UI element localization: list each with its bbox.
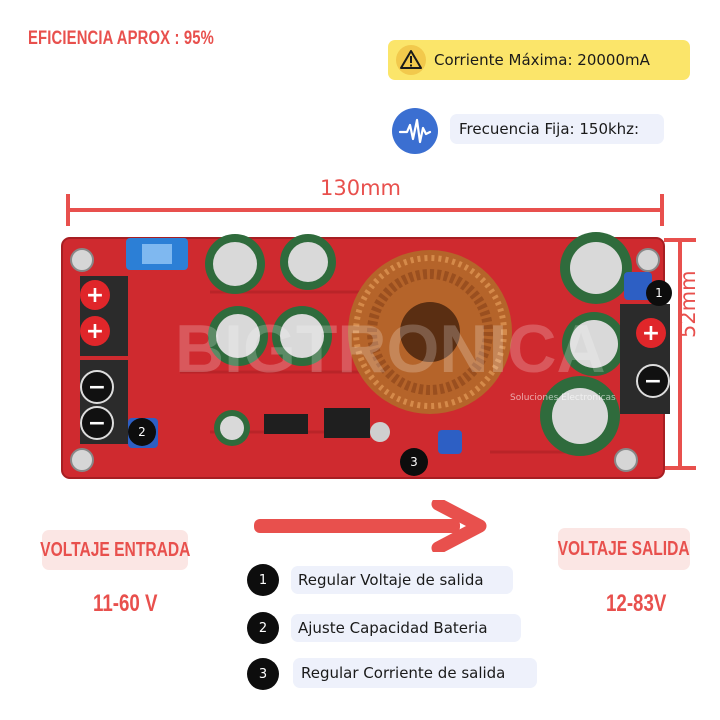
input-voltage-range: 11-60 V: [93, 590, 158, 617]
legend-item-1: Regular Voltaje de salida: [291, 566, 513, 594]
frequency-badge: Frecuencia Fija: 150khz:: [450, 114, 664, 144]
width-dimension-tick-right: [660, 194, 664, 226]
input-plus-icon-1: +: [80, 280, 110, 310]
input-voltage-badge: VOLTAJE ENTRADA: [39, 530, 191, 570]
output-voltage-badge: VOLTAJE SALIDA: [558, 528, 690, 570]
width-dimension-tick-left: [66, 194, 70, 226]
board-marker-1: 1: [646, 280, 672, 306]
output-plus-icon: +: [636, 318, 666, 348]
legend-marker-3: 3: [247, 658, 279, 690]
arrow-right-icon: [254, 500, 487, 552]
waveform-icon: [392, 108, 438, 154]
max-current-badge: Corriente Máxima: 20000mA: [388, 40, 690, 80]
input-voltage-label: VOLTAJE ENTRADA: [39, 538, 191, 561]
warning-icon: [396, 45, 426, 75]
legend-marker-1: 1: [247, 564, 279, 596]
input-minus-icon-2: −: [80, 406, 114, 440]
output-minus-icon: −: [636, 364, 670, 398]
output-voltage-label: VOLTAJE SALIDA: [557, 537, 691, 560]
output-voltage-range: 12-83V: [606, 590, 667, 617]
height-dimension-tick-bottom: [664, 466, 696, 470]
watermark: BIGTRONICA: [175, 311, 606, 387]
legend-item-2: Ajuste Capacidad Bateria: [291, 614, 521, 642]
max-current-text: Corriente Máxima: 20000mA: [434, 51, 650, 69]
legend-text-2: Ajuste Capacidad Bateria: [298, 619, 488, 637]
board-marker-2: 2: [128, 418, 156, 446]
legend-text-3: Regular Corriente de salida: [301, 664, 506, 682]
converter-board: BIGTRONICA Soluciones Electronicas: [61, 232, 670, 479]
efficiency-heading: EFICIENCIA APROX : 95%: [28, 28, 214, 49]
legend-item-3: Regular Corriente de salida: [293, 658, 537, 688]
height-dimension-tick-top: [664, 238, 696, 242]
legend-marker-2: 2: [247, 612, 279, 644]
height-dimension-label: 52mm: [676, 270, 700, 338]
board-marker-3: 3: [400, 448, 428, 476]
watermark-subtitle: Soluciones Electronicas: [510, 393, 616, 403]
input-plus-icon-2: +: [80, 316, 110, 346]
width-dimension-label: 130mm: [320, 176, 401, 200]
width-dimension-line: [68, 208, 662, 212]
input-minus-icon-1: −: [80, 370, 114, 404]
legend-text-1: Regular Voltaje de salida: [298, 571, 484, 589]
frequency-text: Frecuencia Fija: 150khz:: [459, 120, 640, 138]
height-dimension-line: [678, 240, 682, 466]
